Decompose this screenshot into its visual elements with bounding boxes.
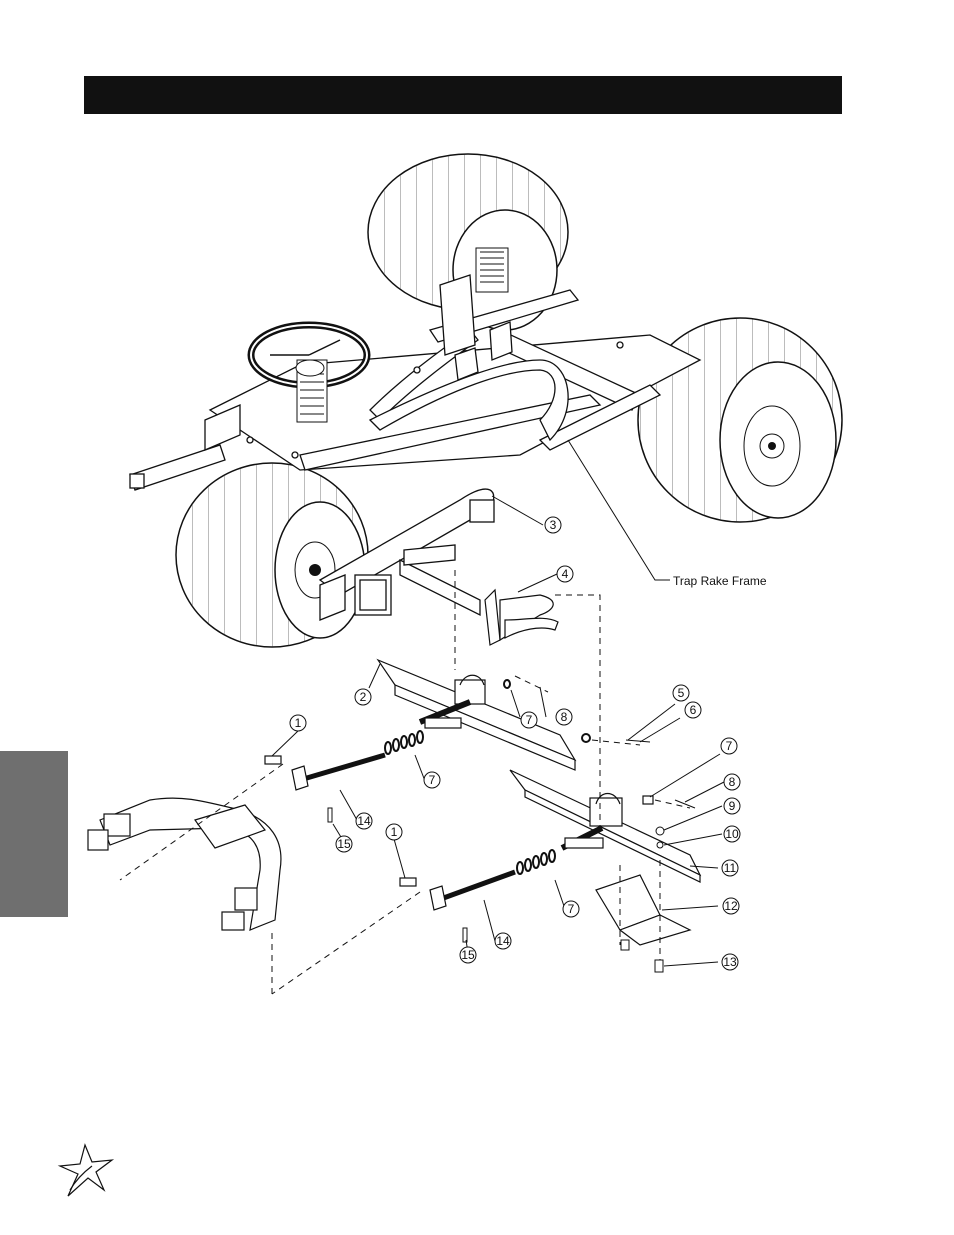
callout-15a: 15 (337, 837, 351, 851)
callout-14a: 14 (357, 814, 371, 828)
star-logo (57, 1143, 115, 1197)
callout-9: 9 (729, 799, 736, 813)
callout-5: 5 (678, 686, 685, 700)
callout-10: 10 (725, 827, 739, 841)
callout-3: 3 (550, 518, 557, 532)
callout-7b: 7 (526, 713, 533, 727)
callout-12: 12 (724, 899, 738, 913)
callout-8b: 8 (729, 775, 736, 789)
callout-11: 11 (724, 861, 737, 875)
callout-8a: 8 (561, 710, 568, 724)
fasteners (327, 739, 696, 973)
rake-assembly (87, 658, 702, 946)
callout-7a: 7 (429, 773, 436, 787)
steering-wheel (247, 321, 371, 423)
callout-markers (289, 516, 741, 971)
rear-wheel-top (367, 153, 569, 331)
front-wheel-left (175, 462, 369, 648)
callout-4: 4 (562, 567, 569, 581)
callout-15b: 15 (461, 948, 475, 962)
callout-numbers: 1 2 3 4 5 6 7 7 8 7 8 9 10 11 7 12 13 14… (295, 518, 739, 969)
rake-bracket (484, 588, 559, 646)
callout-7d: 7 (568, 902, 575, 916)
callout-7c: 7 (726, 739, 733, 753)
callout-2: 2 (360, 690, 367, 704)
side-tab (0, 751, 68, 917)
callout-6: 6 (690, 703, 697, 717)
assembly-guide-lines (119, 570, 691, 995)
spring-washers (384, 679, 591, 875)
callout-leaders (271, 495, 725, 967)
callout-1a: 1 (295, 716, 302, 730)
header-bar (84, 76, 842, 114)
callout-1b: 1 (391, 825, 398, 839)
rear-wheel-right (637, 317, 843, 523)
main-frame (129, 274, 702, 621)
callout-13: 13 (723, 955, 737, 969)
trap-rake-frame-label: Trap Rake Frame (673, 574, 767, 588)
callout-14b: 14 (496, 934, 510, 948)
